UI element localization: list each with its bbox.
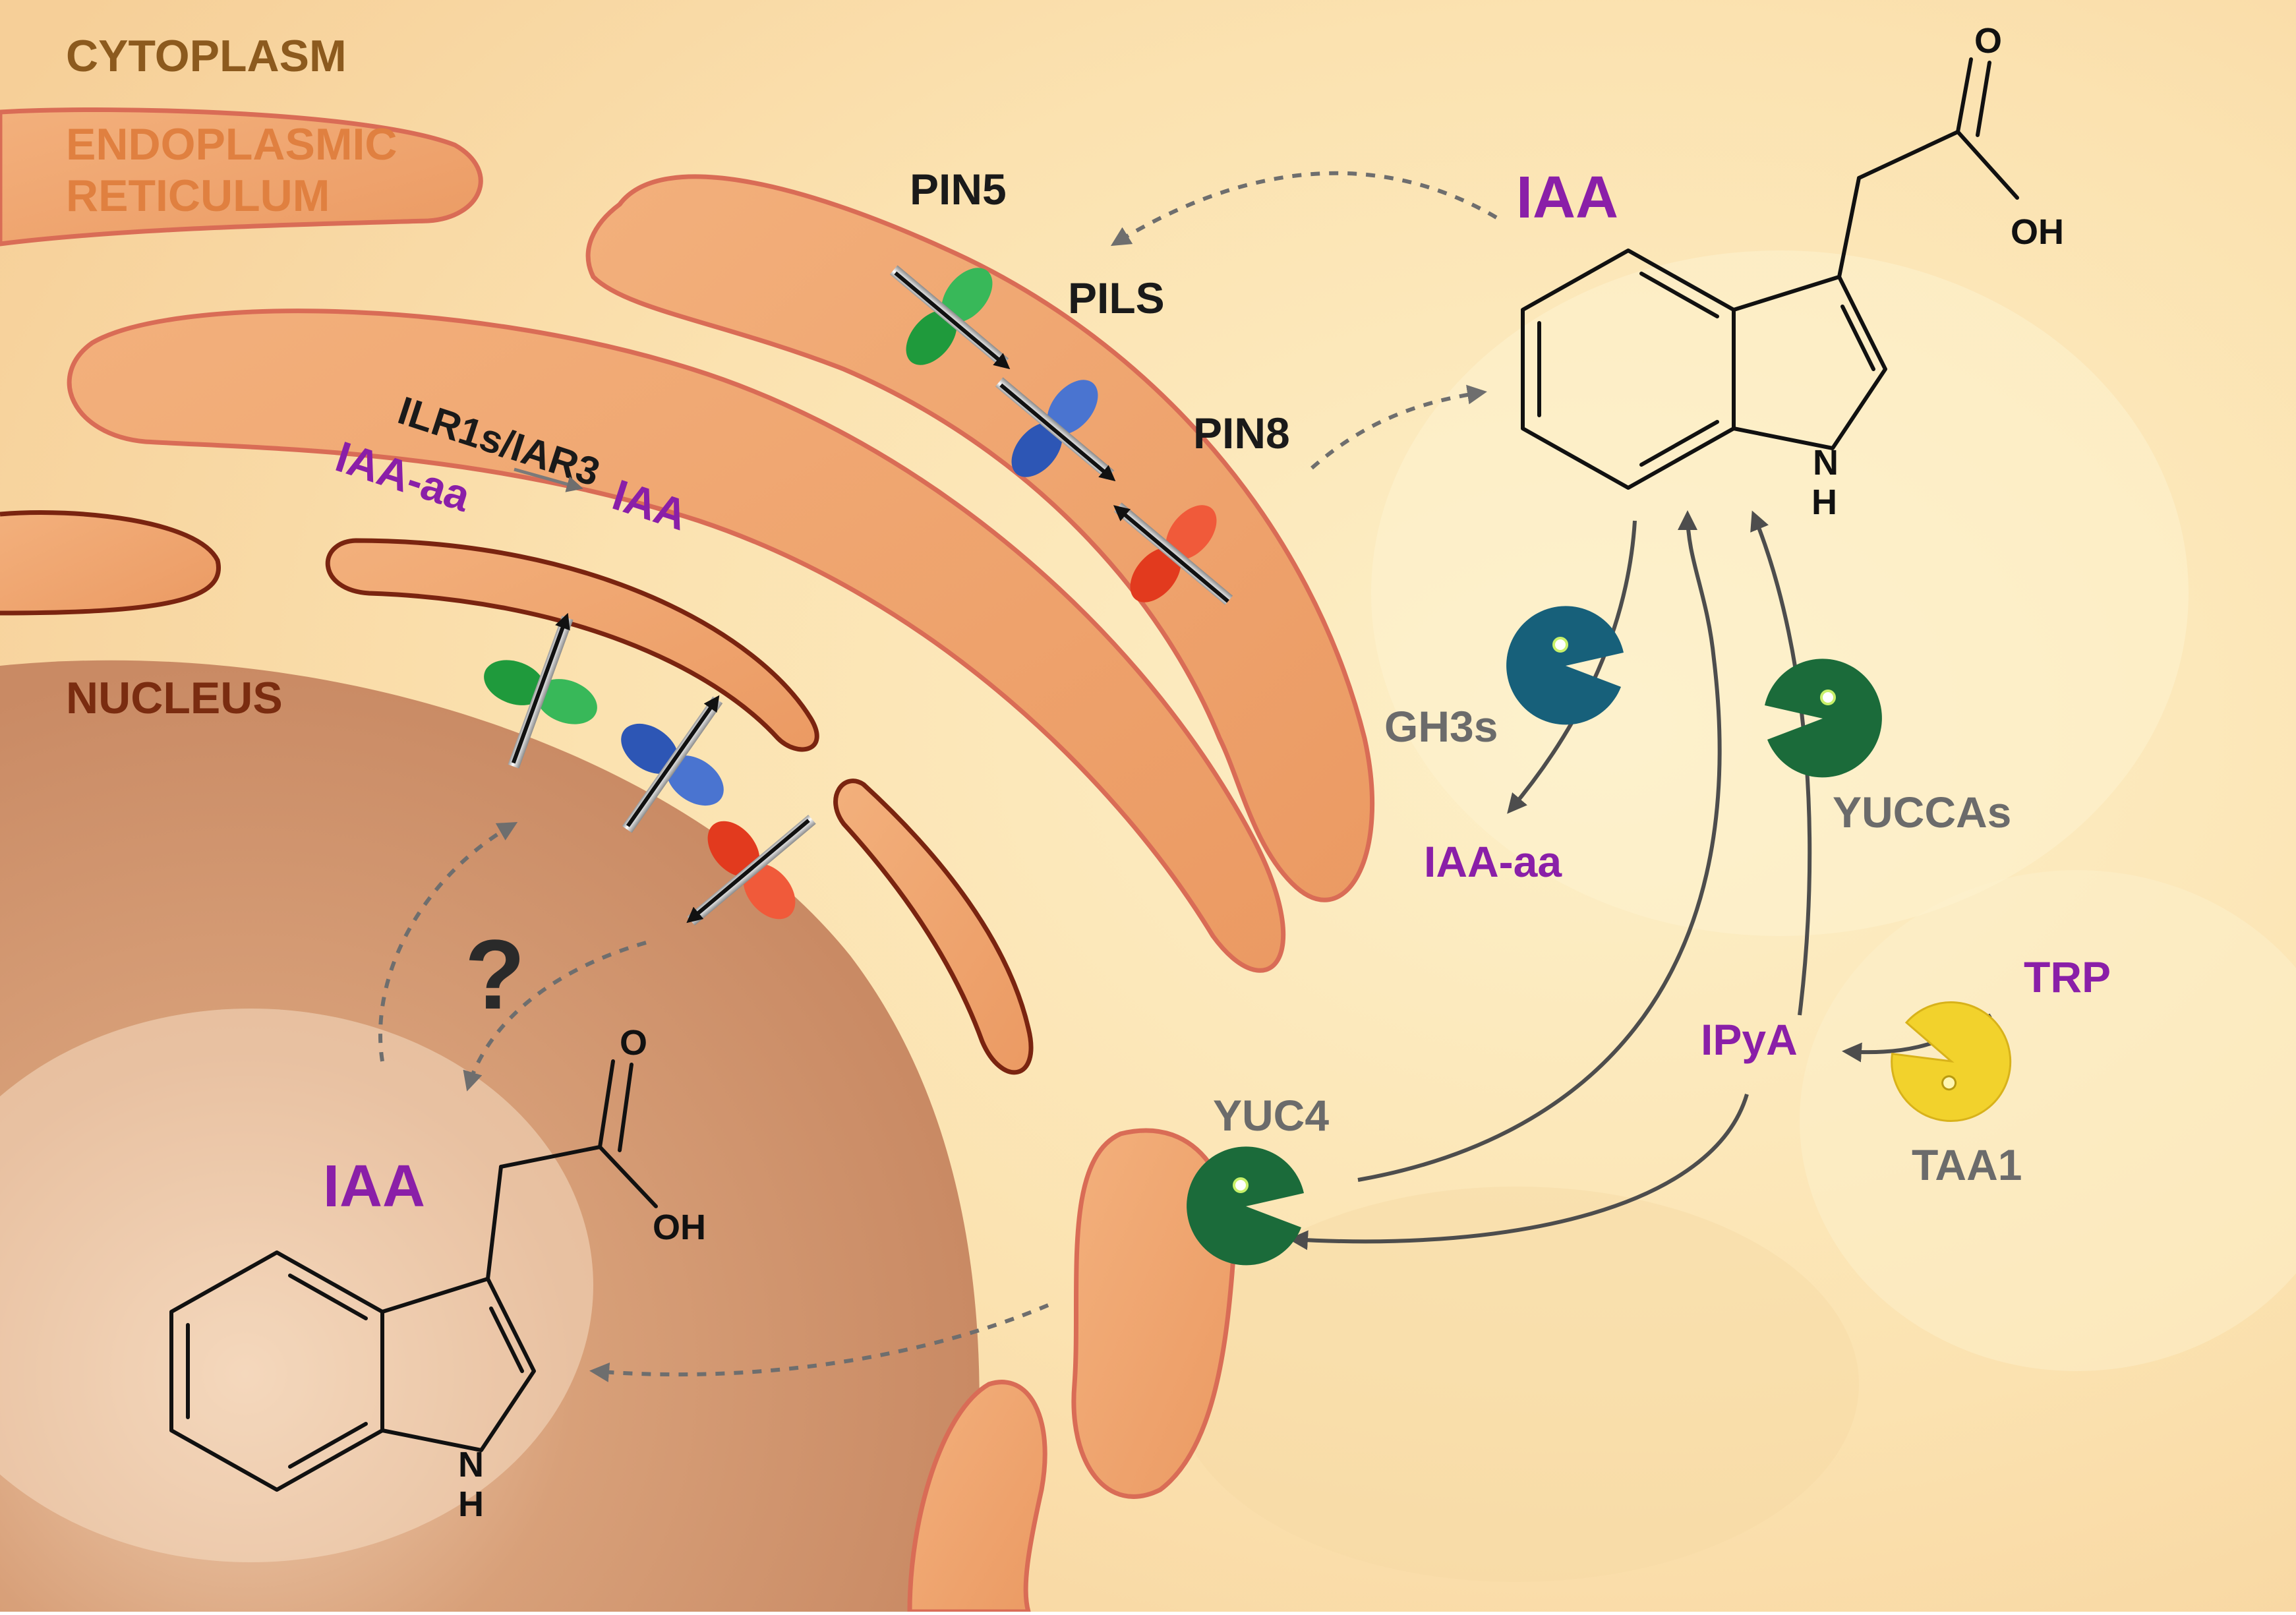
- er-label-line2: RETICULUM: [66, 171, 330, 221]
- er-cisterna-top: [0, 107, 483, 247]
- cytoplasm-iaa-structure-icon: [1521, 57, 2019, 490]
- nuclear-iaa-atom-oh: OH: [653, 1208, 706, 1247]
- nuclear-envelope: [325, 538, 819, 752]
- nuclear-pin5-transporter: [484, 612, 597, 769]
- nuclear-iaa-atom-n: N: [458, 1445, 484, 1484]
- er-tubule-bottom: [907, 1380, 1047, 1614]
- dashed-arrow-iaa-to-pin5: [1110, 171, 1498, 247]
- gh3s-enzyme-icon: [1506, 606, 1624, 725]
- nucleus-label: NUCLEUS: [66, 673, 283, 723]
- cytoplasm-iaa-label: IAA: [1516, 165, 1618, 231]
- cytoplasm-label: CYTOPLASM: [66, 31, 347, 81]
- taa1-enzyme-icon: [1891, 1001, 2012, 1122]
- nuclear-iaa-atom-h: H: [458, 1484, 484, 1524]
- yuccas-label: YUCCAs: [1833, 788, 2011, 837]
- er-cisterna-outer: [585, 174, 1375, 902]
- cytoplasm-blob: [1800, 870, 2296, 1371]
- dashed-arrow-yuc4-to-nucleus: [589, 1303, 1049, 1382]
- pin5-transporter: [889, 265, 1011, 370]
- pin8-transporter: [1113, 502, 1233, 605]
- arrow-yuc4-to-iaa: [1357, 510, 1722, 1182]
- nuclear-envelope: [833, 778, 1034, 1075]
- gh3s-label: GH3s: [1384, 702, 1498, 751]
- nuclear-iaa-atom-o: O: [620, 1023, 647, 1063]
- nuclear-envelope: [0, 510, 221, 616]
- nuclear-iaa-label: IAA: [323, 1154, 425, 1219]
- pin8-label: PIN8: [1193, 409, 1290, 457]
- cytoplasm-blob: [1173, 1187, 1859, 1582]
- pils-transporter: [995, 377, 1116, 482]
- trp-label: TRP: [2024, 953, 2111, 1001]
- yuccas-enzyme-icon: [1765, 659, 1882, 778]
- cytoplasm-iaa-atom-n: N: [1813, 443, 1839, 483]
- iaa-aa-label: IAA-aa: [1424, 837, 1562, 886]
- er-reaction-arrow: [514, 467, 583, 492]
- pils-label: PILS: [1068, 274, 1165, 322]
- pin5-label: PIN5: [910, 165, 1007, 214]
- arrow-ipya-to-yuc4: [1288, 1094, 1749, 1250]
- cytoplasm-iaa-atom-o: O: [1974, 21, 2002, 61]
- yuc4-label: YUC4: [1213, 1091, 1329, 1140]
- er-cisterna-inner: [67, 308, 1286, 973]
- unknown-transport-mark: ?: [465, 919, 525, 1030]
- dashed-arrow-pin8-to-nucleus: [463, 941, 647, 1092]
- taa1-label: TAA1: [1912, 1140, 2022, 1189]
- dashed-arrow-pin8-to-iaa: [1310, 384, 1487, 470]
- arrow-iaa-to-iaa-aa: [1507, 520, 1637, 814]
- nuclear-pin8-transporter: [686, 814, 816, 926]
- cytoplasm-iaa-atom-h: H: [1811, 483, 1837, 522]
- yuc4-enzyme-icon: [1187, 1146, 1304, 1266]
- nuclear-pils-transporter: [621, 695, 724, 833]
- cytoplasm-iaa-atom-oh: OH: [2011, 212, 2064, 252]
- dashed-arrow-nucleus-to-pin5: [378, 822, 518, 1062]
- ipya-label: IPyA: [1701, 1015, 1798, 1064]
- nuclear-iaa-structure-icon: [169, 1059, 658, 1492]
- er-label-line1: ENDOPLASMIC: [66, 119, 397, 169]
